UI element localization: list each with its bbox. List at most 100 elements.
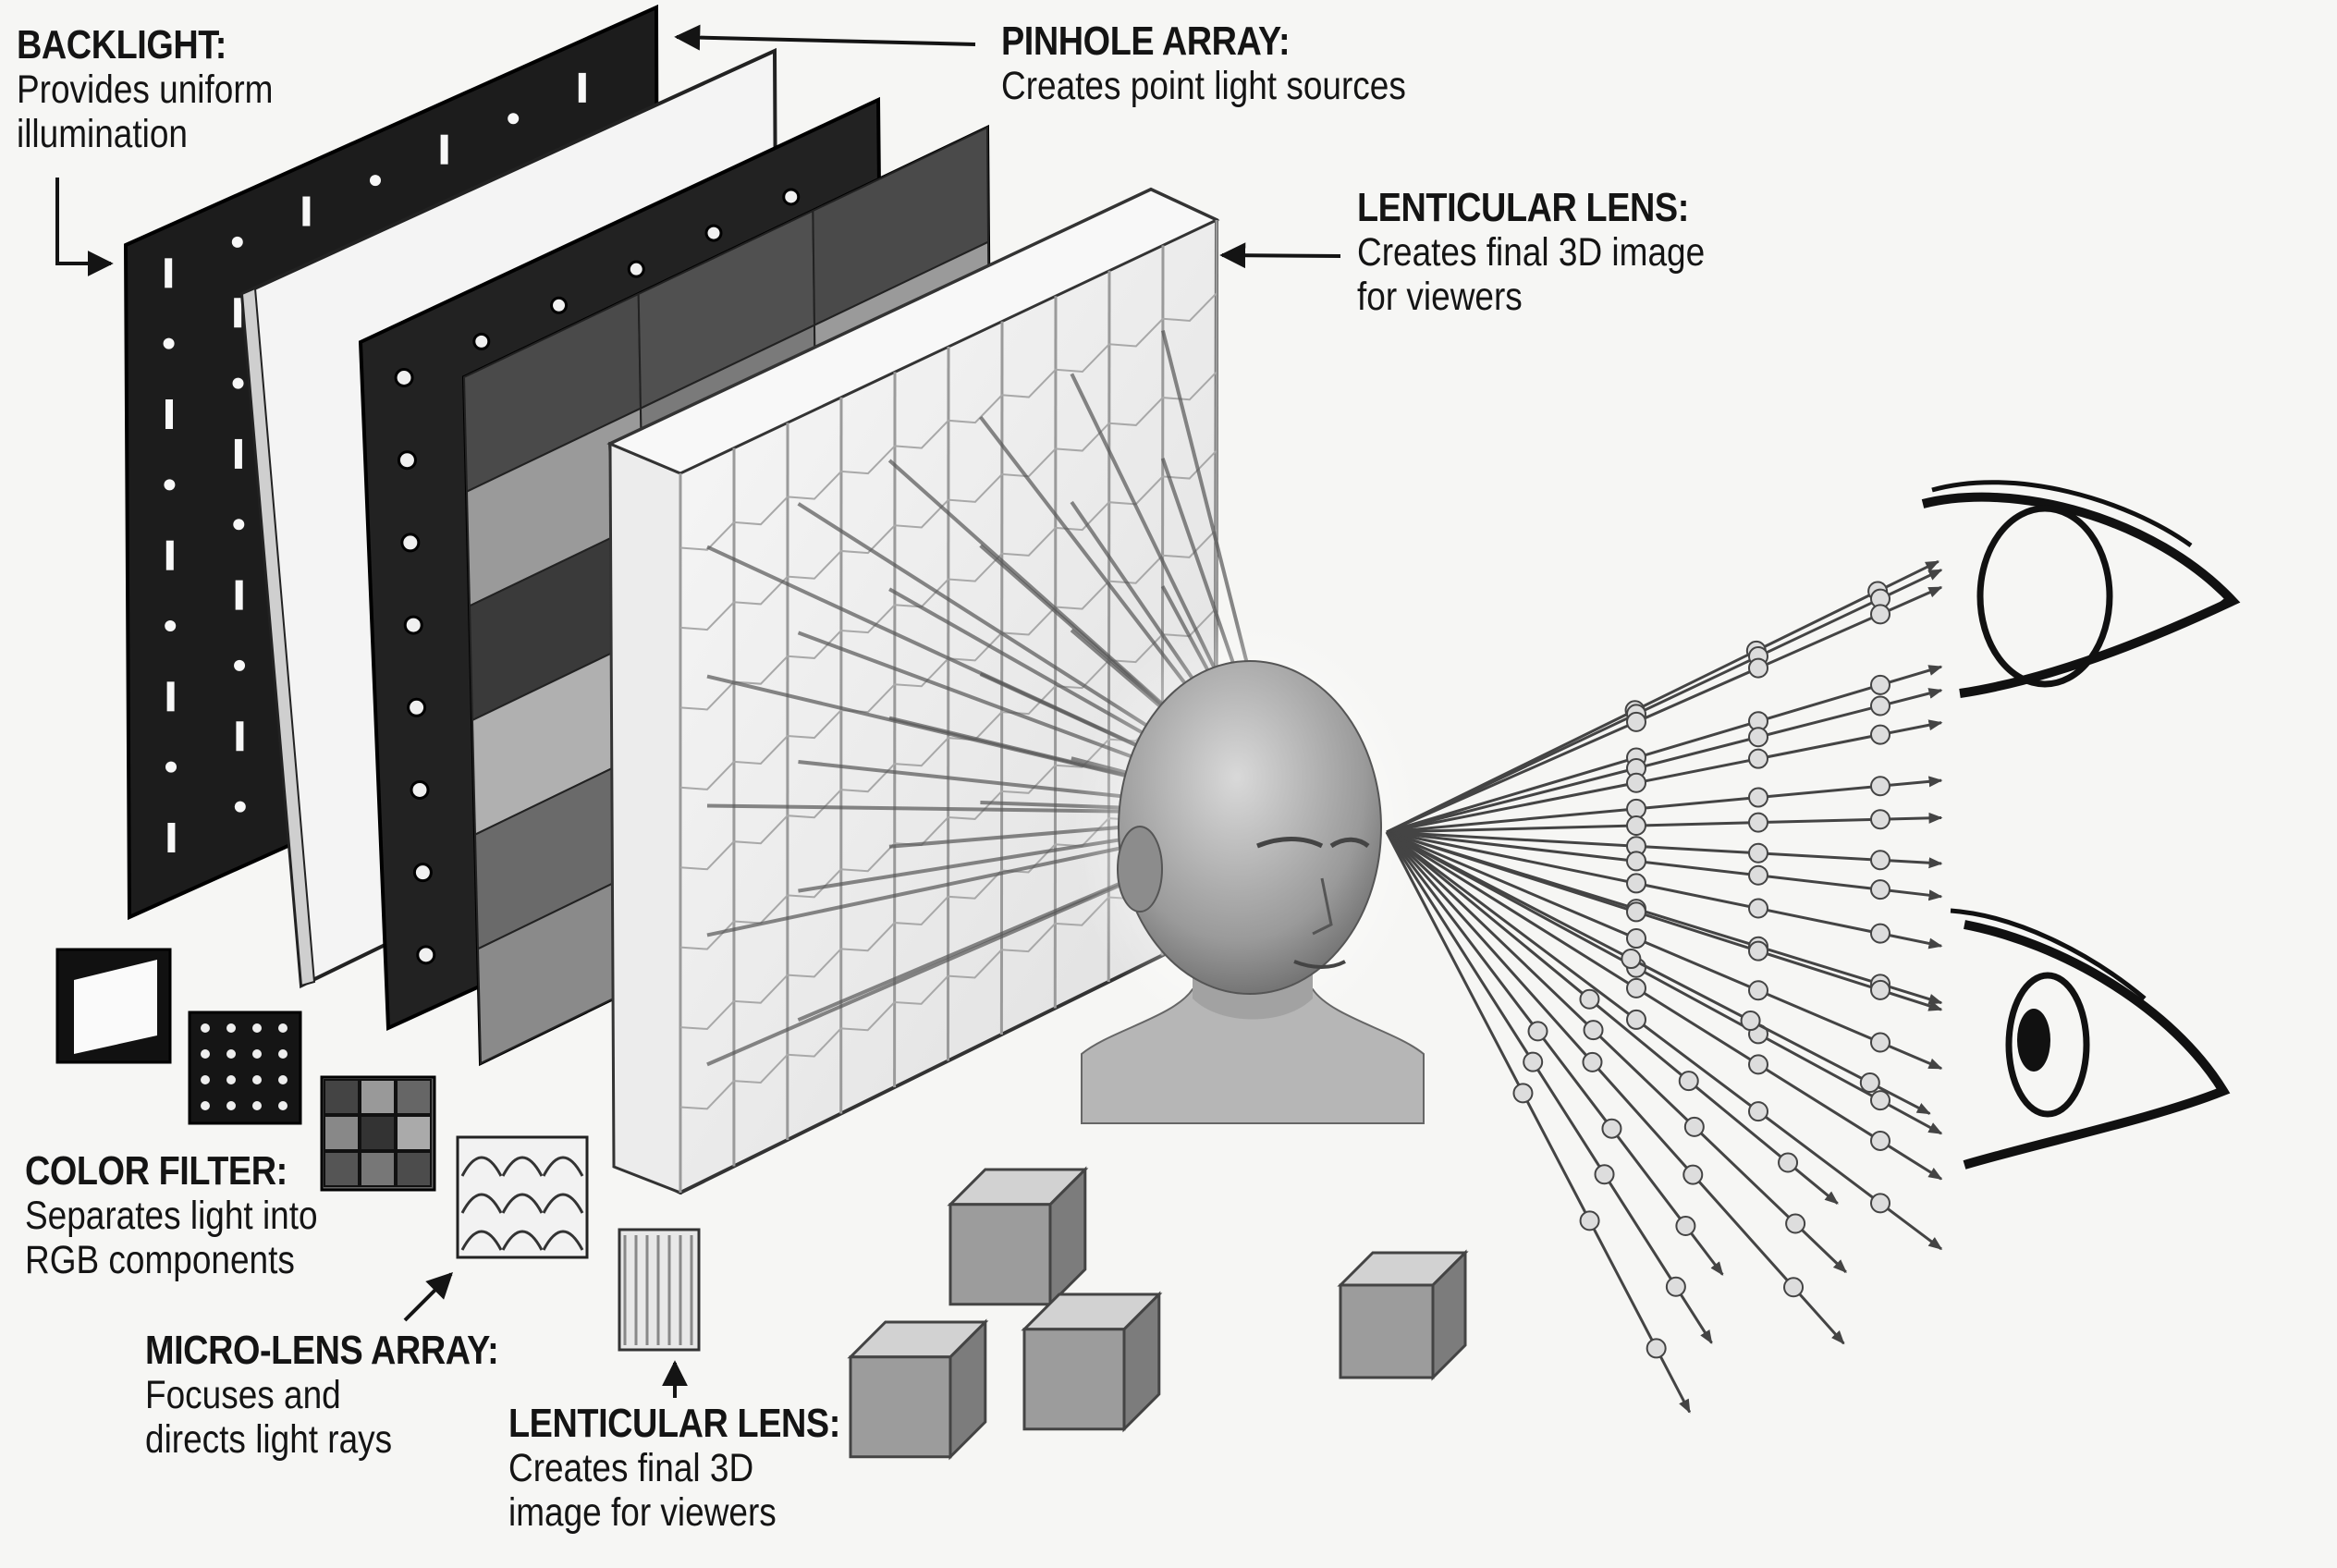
light-dot bbox=[234, 659, 246, 671]
thumb-color-filter bbox=[320, 1075, 436, 1192]
arrow-micro-lens bbox=[403, 1272, 453, 1322]
ray-node bbox=[1621, 949, 1642, 970]
ray-node bbox=[1512, 1083, 1534, 1104]
outgoing-ray bbox=[1385, 831, 1724, 1276]
ray-node bbox=[1870, 674, 1890, 695]
ray-node bbox=[1748, 1054, 1768, 1075]
ray-node bbox=[1870, 850, 1890, 871]
lens-ridge bbox=[999, 321, 1004, 1035]
cube bbox=[1337, 1249, 1469, 1381]
thumb-pin bbox=[201, 1075, 210, 1084]
thumb-filter-cell bbox=[360, 1079, 396, 1115]
thumb-filter-cell bbox=[360, 1115, 396, 1151]
thumb-pin bbox=[252, 1075, 262, 1084]
color-filter-desc-line1: Separates light into bbox=[25, 1194, 318, 1239]
lenticular-bottom-desc-line2: image for viewers bbox=[508, 1490, 777, 1536]
lenticular-top-desc-line1: Creates final 3D image bbox=[1357, 230, 1706, 276]
floating-cubes bbox=[847, 1166, 1469, 1461]
ray-node bbox=[1870, 1130, 1890, 1151]
thumb-microlens bbox=[501, 1193, 544, 1214]
lens-scallop bbox=[679, 449, 1217, 711]
ray-node bbox=[1870, 1032, 1890, 1053]
ray-node bbox=[1582, 1051, 1603, 1072]
pinhole bbox=[403, 615, 423, 635]
ray-node bbox=[1683, 1116, 1705, 1137]
ray-node bbox=[1748, 940, 1768, 962]
callout-arrows bbox=[55, 24, 1341, 1398]
ray-node bbox=[1870, 695, 1890, 717]
pinhole bbox=[412, 863, 433, 883]
ray-node bbox=[1740, 1011, 1761, 1032]
light-dot bbox=[234, 801, 246, 813]
viewer-head bbox=[1081, 660, 1425, 1124]
callout-color-filter: COLOR FILTER: Separates light into RGB c… bbox=[25, 1148, 365, 1283]
ray-node bbox=[1870, 809, 1890, 830]
ray-node bbox=[1870, 724, 1890, 745]
eye-top bbox=[1921, 480, 2241, 698]
callout-lenticular-bottom: LENTICULAR LENS: Creates final 3D image … bbox=[508, 1401, 894, 1536]
light-slot bbox=[234, 438, 242, 469]
ray-node bbox=[1626, 873, 1646, 894]
thumb-pin bbox=[252, 1023, 262, 1033]
pinhole bbox=[407, 697, 427, 717]
ray-node bbox=[1626, 772, 1646, 793]
ray-node bbox=[1678, 1071, 1699, 1092]
backlight-desc-line2: illumination bbox=[17, 112, 188, 157]
outgoing-ray bbox=[1386, 830, 1943, 1071]
light-slot bbox=[234, 298, 242, 328]
ray-node bbox=[1626, 851, 1646, 872]
thumb-filter-cell bbox=[324, 1151, 360, 1187]
ray-node bbox=[1523, 1051, 1544, 1072]
lens-scallop bbox=[679, 607, 1217, 871]
thumb-microlens bbox=[460, 1193, 503, 1214]
ray-node bbox=[1859, 1072, 1880, 1094]
lenticular-top-title: LENTICULAR LENS: bbox=[1357, 185, 1689, 230]
light-slot bbox=[165, 540, 174, 570]
callout-pinhole-array: PINHOLE ARRAY: Creates point light sourc… bbox=[1001, 18, 1472, 108]
lens-ridge bbox=[1053, 296, 1058, 1009]
light-dot bbox=[508, 113, 520, 125]
ray-node bbox=[1870, 1090, 1890, 1111]
thumb-microlens bbox=[501, 1230, 544, 1251]
pinhole bbox=[394, 368, 414, 388]
pinhole bbox=[416, 945, 436, 965]
thumb-pinhole-array bbox=[188, 1011, 302, 1125]
pinhole bbox=[400, 533, 421, 553]
color-filter-desc-line2: RGB components bbox=[25, 1238, 295, 1283]
ray-node bbox=[1870, 923, 1890, 944]
outgoing-ray bbox=[1386, 559, 1940, 834]
ray-node bbox=[1626, 798, 1646, 819]
ray-node bbox=[1748, 864, 1768, 886]
thumb-microlens bbox=[460, 1156, 503, 1177]
backlight-title: BACKLIGHT: bbox=[17, 22, 226, 67]
light-slot bbox=[578, 72, 586, 103]
thumb-pin bbox=[252, 1049, 262, 1059]
outgoing-ray bbox=[1386, 830, 1943, 949]
outgoing-ray bbox=[1385, 831, 1692, 1414]
light-dot bbox=[369, 175, 381, 187]
cube bbox=[1021, 1291, 1163, 1433]
pinhole bbox=[782, 188, 801, 206]
ray-node bbox=[1870, 604, 1890, 625]
thumb-backlight bbox=[55, 948, 172, 1064]
lens-scallop bbox=[679, 292, 1217, 551]
ray-node bbox=[1748, 842, 1768, 864]
lenticular-lens-block bbox=[606, 187, 1220, 1195]
outgoing-ray bbox=[1386, 830, 1943, 1135]
light-dot bbox=[164, 479, 176, 491]
ray-node bbox=[1583, 1020, 1604, 1041]
outgoing-ray bbox=[1386, 688, 1943, 834]
arrow-backlight bbox=[55, 178, 114, 276]
outgoing-ray bbox=[1385, 831, 1713, 1344]
ray-node bbox=[1778, 1152, 1799, 1173]
outgoing-ray bbox=[1386, 830, 1943, 1251]
thumb-filter-cell bbox=[324, 1115, 360, 1151]
thumb-pin bbox=[226, 1049, 236, 1059]
ray-node bbox=[1748, 812, 1768, 833]
thumb-filter-cell bbox=[396, 1151, 432, 1187]
light-slot bbox=[165, 258, 173, 288]
pinhole bbox=[627, 260, 645, 278]
ray-node bbox=[1748, 787, 1768, 808]
lens-ridge bbox=[947, 346, 950, 1061]
